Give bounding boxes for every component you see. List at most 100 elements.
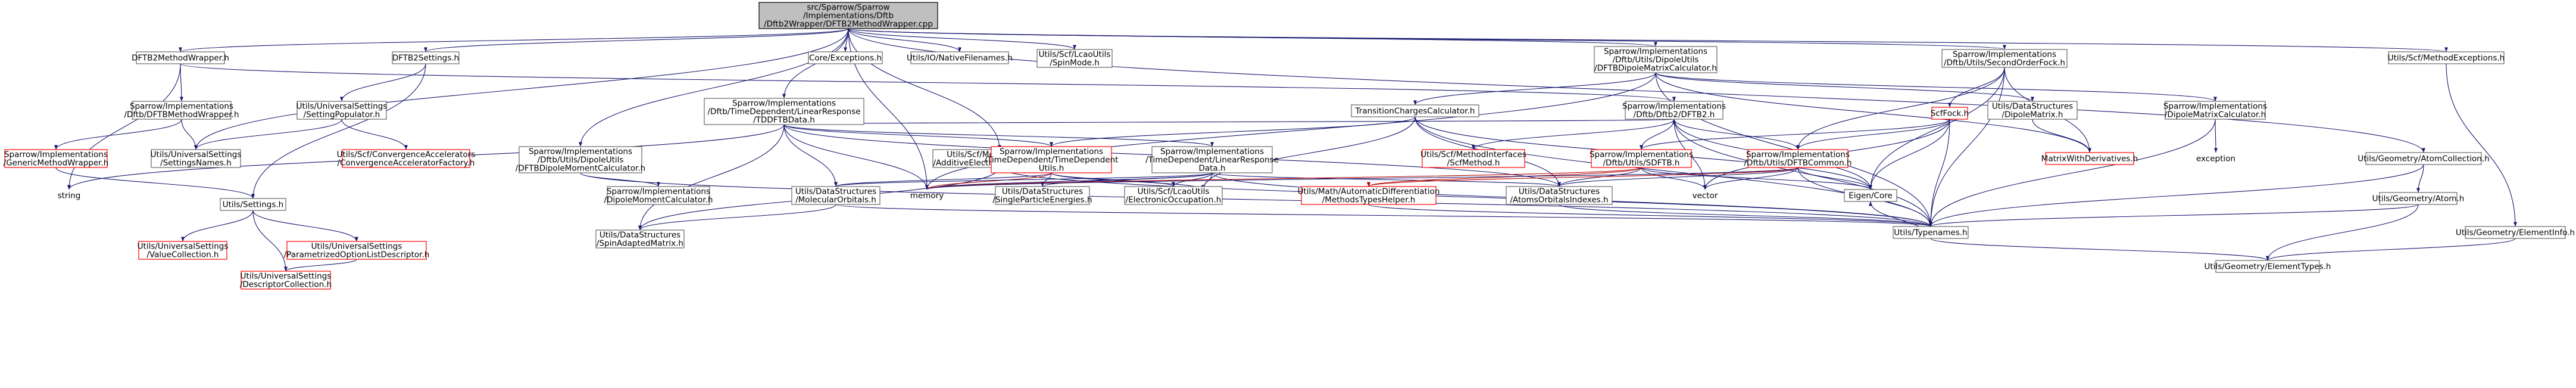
node-box xyxy=(1301,186,1437,205)
edge-atom_collection-to-typenames xyxy=(1929,164,2424,227)
node-generic-method-wrapper[interactable]: Sparrow/Implementations/GenericMethodWra… xyxy=(4,149,109,168)
node-label: Sparrow/Implementations xyxy=(732,99,836,108)
node-label: /SingleParticleEnergies.h xyxy=(992,195,1092,205)
node-box xyxy=(808,51,883,64)
node-dipole-matrix-ds[interactable]: Utils/DataStructures/DipoleMatrix.h xyxy=(1987,101,2078,120)
node-box xyxy=(1422,149,1525,168)
node-method-exceptions[interactable]: Utils/Scf/MethodExceptions.h xyxy=(2388,51,2505,64)
node-transition-charges[interactable]: TransitionChargesCalculator.h xyxy=(1351,104,1479,117)
node-label: Utils/DataStructures xyxy=(795,187,876,197)
node-settings-names[interactable]: Utils/UniversalSettings/SettingsNames.h xyxy=(151,149,242,168)
node-element-info[interactable]: Utils/Geometry/ElementInfo.h xyxy=(2456,226,2575,239)
edge-dftb2_h-to-sdftb_h xyxy=(1639,119,1675,150)
node-core-exceptions[interactable]: Core/Exceptions.h xyxy=(808,51,883,64)
node-label: /GenericMethodWrapper.h xyxy=(4,159,109,168)
node-label: /Dftb/DFTBMethodWrapper.h xyxy=(124,110,239,120)
edge-td_lr_data-to-single_particle_energies xyxy=(1041,172,1213,187)
node-box xyxy=(1893,226,1969,239)
node-vector[interactable]: vector xyxy=(1693,191,1718,201)
node-single-particle-energies[interactable]: Utils/DataStructures/SingleParticleEnerg… xyxy=(992,186,1092,205)
node-label: Utils/Math/AutomaticDifferentiation xyxy=(1298,187,1440,197)
node-typenames[interactable]: Utils/Typenames.h xyxy=(1893,226,1969,239)
node-atom-collection[interactable]: Utils/Geometry/AtomCollection.h xyxy=(2358,152,2490,165)
node-box xyxy=(2379,192,2458,205)
node-matrix-with-derivs[interactable]: MatrixWithDerivatives.h xyxy=(2041,152,2138,165)
edge-utils_settings-to-param_option_list xyxy=(252,210,359,242)
edge-second_order_fock-to-scf_fock xyxy=(1947,67,2005,108)
node-methods-types-helper[interactable]: Utils/Math/AutomaticDifferentiation/Meth… xyxy=(1298,186,1440,205)
node-label: Sparrow/Implementations xyxy=(529,147,632,157)
edge-generic_method_wrapper-to-utils_settings xyxy=(55,167,255,199)
node-second-order-fock[interactable]: Sparrow/Implementations/Dftb/Utils/Secon… xyxy=(1941,49,2068,68)
node-label: Sparrow/Implementations xyxy=(130,102,233,111)
edge-typenames-to-element_types xyxy=(1930,238,2269,261)
node-molecular-orbitals[interactable]: Utils/DataStructures/MolecularOrbitals.h xyxy=(791,186,880,205)
node-descriptor-collection[interactable]: Utils/UniversalSettings/DescriptorCollec… xyxy=(240,271,332,290)
node-spinmode[interactable]: Utils/Scf/LcaoUtils/SpinMode.h xyxy=(1036,49,1113,68)
node-box xyxy=(995,186,1090,205)
edge-atom_collection-to-atom_h xyxy=(2416,164,2424,193)
edge-root-to-dftb2mw_h xyxy=(179,28,849,52)
node-exception[interactable]: exception xyxy=(2196,154,2235,164)
node-element-types[interactable]: Utils/Geometry/ElementTypes.h xyxy=(2205,260,2331,273)
node-label: Utils/Typenames.h xyxy=(1894,228,1967,238)
node-label: Utils/DataStructures xyxy=(1992,102,2073,111)
dependency-nodes: src/Sparrow/Sparrow/Implementations/Dftb… xyxy=(4,2,2575,290)
node-label: MatrixWithDerivatives.h xyxy=(2041,154,2138,164)
node-dftb2-h[interactable]: Sparrow/Implementations/Dftb/Dftb2/DFTB2… xyxy=(1622,101,1726,120)
node-atom-h[interactable]: Utils/Geometry/Atom.h xyxy=(2372,192,2465,205)
node-td-lr-data[interactable]: Sparrow/Implementations/TimeDependent/Li… xyxy=(1145,146,1279,173)
node-memory[interactable]: memory xyxy=(910,191,944,201)
node-td-utils[interactable]: Sparrow/Implementations/TimeDependent/Ti… xyxy=(985,146,1119,173)
node-root[interactable]: src/Sparrow/Sparrow/Implementations/Dftb… xyxy=(758,2,938,29)
node-spin-adapted-matrix[interactable]: Utils/DataStructures/SpinAdaptedMatrix.h xyxy=(595,229,685,249)
edge-dipole_matrix_calc-to-typenames xyxy=(1928,119,2216,227)
node-dftb2settings-h[interactable]: DFTB2Settings.h xyxy=(392,51,460,64)
node-dipole-matrix-calc[interactable]: Sparrow/Implementations/DipoleMatrixCalc… xyxy=(2163,101,2267,120)
node-setting-populator[interactable]: Utils/UniversalSettings/SettingPopulator… xyxy=(296,101,388,120)
edge-dftb_common-to-eigen_core xyxy=(1797,167,1873,190)
node-param-option-list[interactable]: Utils/UniversalSettings/ParametrizedOpti… xyxy=(284,241,430,260)
node-label: Sparrow/Implementations xyxy=(2163,102,2267,111)
node-label: Sparrow/Implementations xyxy=(1622,102,1726,111)
node-label: Utils/Scf/ConvergenceAccelerators xyxy=(337,150,476,160)
node-value-collection[interactable]: Utils/UniversalSettings/ValueCollection.… xyxy=(138,241,229,260)
edge-setting_populator-to-settings_names xyxy=(193,119,342,150)
edge-dftb_common-to-vector xyxy=(1703,167,1798,190)
node-label: /MolecularOrbitals.h xyxy=(795,195,876,205)
node-label: DFTB2Settings.h xyxy=(392,54,459,63)
node-dipole-matrix-calc-dftb[interactable]: Sparrow/Implementations/Dftb/Utils/Dipol… xyxy=(1594,46,1718,73)
node-convergence-accel[interactable]: Utils/Scf/ConvergenceAccelerators/Conver… xyxy=(337,149,476,168)
node-io-native[interactable]: Utils/IO/NativeFilenames.h xyxy=(907,51,1013,64)
node-label: /ScfMethod.h xyxy=(1447,159,1500,168)
node-dftb-method-wrapper[interactable]: Sparrow/Implementations/Dftb/DFTBMethodW… xyxy=(124,101,239,120)
node-box xyxy=(2215,260,2320,273)
node-label: Utils/Geometry/AtomCollection.h xyxy=(2358,154,2489,164)
node-string[interactable]: string xyxy=(58,191,81,201)
node-scf-method[interactable]: Utils/Scf/MethodInterfaces/ScfMethod.h xyxy=(1420,149,1526,168)
node-utils-settings[interactable]: Utils/Settings.h xyxy=(220,198,286,211)
node-dftb-dipole-moment-calc[interactable]: Sparrow/Implementations/Dftb/Utils/Dipol… xyxy=(516,146,645,173)
node-label: /DipoleMatrix.h xyxy=(2002,110,2063,120)
node-electronic-occupation[interactable]: Utils/Scf/LcaoUtils/ElectronicOccupation… xyxy=(1124,186,1223,205)
node-label: /DescriptorCollection.h xyxy=(240,280,332,290)
node-label: Eigen/Core xyxy=(1849,191,1893,201)
node-dipole-moment-calc[interactable]: Sparrow/Implementations/DipoleMomentCalc… xyxy=(604,186,713,205)
node-sdftb-h[interactable]: Sparrow/Implementations/Dftb/Utils/SDFTB… xyxy=(1590,149,1693,168)
node-label: Sparrow/Implementations xyxy=(1953,50,2056,60)
edge-td_lr_data-to-atoms_orbitals_index xyxy=(1211,172,1561,187)
node-label: /DipoleMatrixCalculator.h xyxy=(2165,110,2266,120)
edge-dipole_matrix_ds-to-matrix_with_derivs xyxy=(2032,119,2092,153)
node-scf-fock[interactable]: ScfFock.h xyxy=(1931,107,1969,120)
node-tddftb-data[interactable]: Sparrow/Implementations/Dftb/TimeDepende… xyxy=(704,98,864,125)
node-atoms-orbitals-index[interactable]: Utils/DataStructures/AtomsOrbitalsIndexe… xyxy=(1506,186,1613,205)
node-label: Utils/DataStructures xyxy=(1002,187,1083,197)
node-dftb2mw-h[interactable]: DFTB2MethodWrapper.h xyxy=(132,51,229,64)
node-label: /ElectronicOccupation.h xyxy=(1126,195,1222,205)
node-box xyxy=(4,149,108,168)
node-box xyxy=(151,149,241,168)
node-box xyxy=(2365,152,2482,165)
node-dftb-common[interactable]: Sparrow/Implementations/Dftb/Utils/DFTBC… xyxy=(1744,149,1852,168)
node-eigen-core[interactable]: Eigen/Core xyxy=(1844,189,1897,202)
